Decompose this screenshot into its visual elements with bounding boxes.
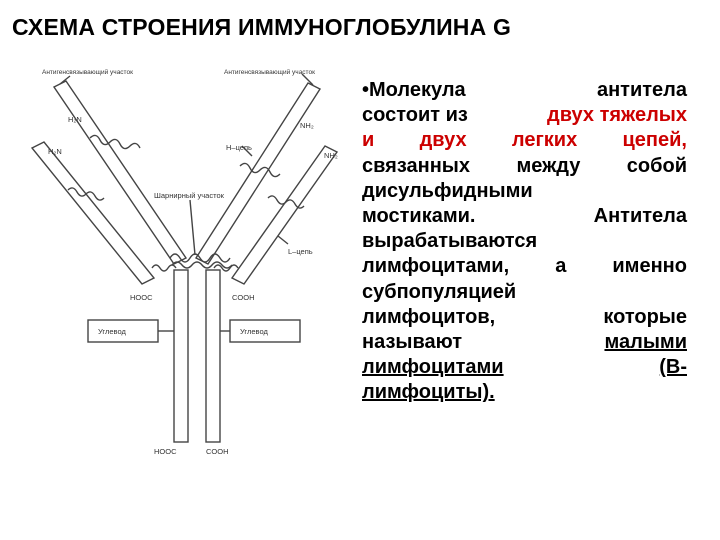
h2n-label-top: H₂N	[68, 115, 82, 124]
antigen-site-label-right: Антигенсвязывающий участок	[224, 68, 315, 76]
text-line-12: лимфоцитами(B-	[362, 356, 687, 379]
stem-heavy-chain-right	[205, 269, 221, 443]
carbohydrate-label-right: Углевод	[240, 327, 268, 336]
hooc-label-left: HOOC	[130, 293, 153, 302]
text-line-13: лимфоциты).	[362, 381, 495, 404]
text-line-6: мостиками.Антитела	[362, 205, 687, 228]
hinge-label: Шарнирный участок	[154, 191, 225, 200]
hinge-disulfide-bonds	[169, 253, 231, 263]
left-light-chain	[30, 141, 156, 285]
carbohydrate-label-left: Углевод	[98, 327, 126, 336]
right-heavy-chain	[194, 82, 322, 265]
igg-structure-diagram: Антигенсвязывающий участок Антигенсвязыв…	[30, 68, 339, 456]
stem-heavy-chain-left	[173, 269, 189, 443]
heavy-chain-fold-right	[239, 162, 281, 178]
text-line-5: дисульфидными	[362, 179, 533, 202]
heavy-light-disulfide-left	[151, 264, 177, 272]
cooh-label-right: COOH	[232, 293, 255, 302]
antigen-site-label-left: Антигенсвязывающий участок	[42, 68, 133, 76]
nh2-label-top: NH₂	[300, 121, 314, 130]
hooc-label-bottom: HOOC	[154, 447, 177, 456]
nh2-label-right: NH₂	[324, 151, 338, 160]
text-line-10: лимфоцитов,которые	[362, 305, 687, 328]
cooh-label-bottom: COOH	[206, 447, 229, 456]
heavy-light-disulfide-right	[213, 264, 239, 272]
text-line-7: вырабатываются	[362, 230, 538, 253]
h2n-label-left: H₂N	[48, 147, 62, 156]
text-line-9: субпопуляцией	[362, 280, 517, 303]
highlight-heavy: двух тяжелых	[547, 104, 687, 127]
heavy-chain-fold-left	[89, 134, 141, 150]
right-light-chain	[230, 145, 339, 285]
light-chain-fold-left	[67, 187, 105, 201]
slide-title: СХЕМА СТРОЕНИЯ ИММУНОГЛОБУЛИНА G	[12, 14, 512, 40]
light-chain-label: L–цепь	[288, 247, 313, 256]
light-chain-fold-right	[267, 195, 305, 209]
heavy-chain-label: H–цепь	[226, 143, 252, 152]
